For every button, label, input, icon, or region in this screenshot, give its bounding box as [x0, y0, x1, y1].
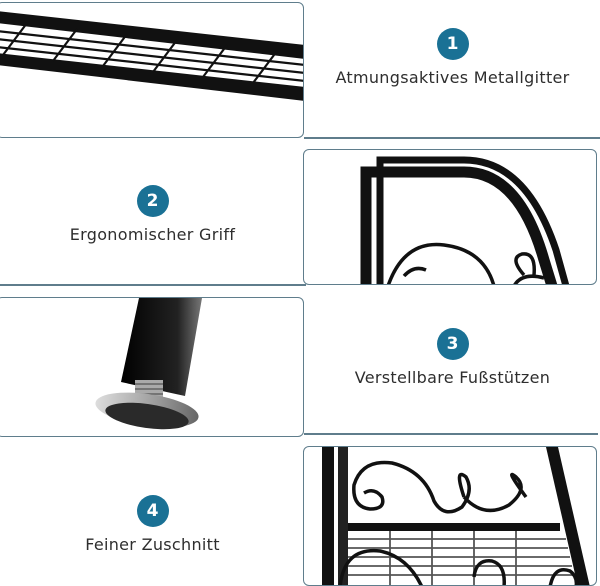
feature-2: 2 Ergonomischer Griff — [0, 185, 305, 244]
feature-label: Verstellbare Fußstützen — [354, 368, 551, 387]
number-badge: 3 — [436, 328, 469, 360]
adjustable-foot-image — [95, 298, 202, 430]
divider — [304, 137, 600, 139]
feature-label: Atmungsaktives Metallgitter — [335, 68, 570, 87]
feature-4: 4 Feiner Zuschnitt — [0, 495, 305, 554]
feature-1: 1 Atmungsaktives Metallgitter — [305, 28, 600, 87]
feature-3: 3 Verstellbare Fußstützen — [305, 328, 600, 387]
number-badge: 1 — [436, 28, 469, 60]
feature-image-foot — [0, 297, 304, 437]
number-badge: 2 — [136, 185, 169, 217]
divider — [0, 284, 306, 286]
metal-grid-shelf-image — [0, 11, 303, 101]
divider — [304, 433, 598, 435]
curved-frame-handle-image — [360, 156, 570, 284]
feature-label: Feiner Zuschnitt — [85, 535, 220, 554]
feature-image-metal-grid — [0, 2, 304, 138]
feature-label: Ergonomischer Griff — [69, 225, 236, 244]
feature-image-handle — [303, 149, 597, 285]
scroll-decoration-shelf-image — [322, 447, 590, 585]
number-badge: 4 — [136, 495, 169, 527]
feature-image-scroll-shelf — [303, 446, 597, 586]
